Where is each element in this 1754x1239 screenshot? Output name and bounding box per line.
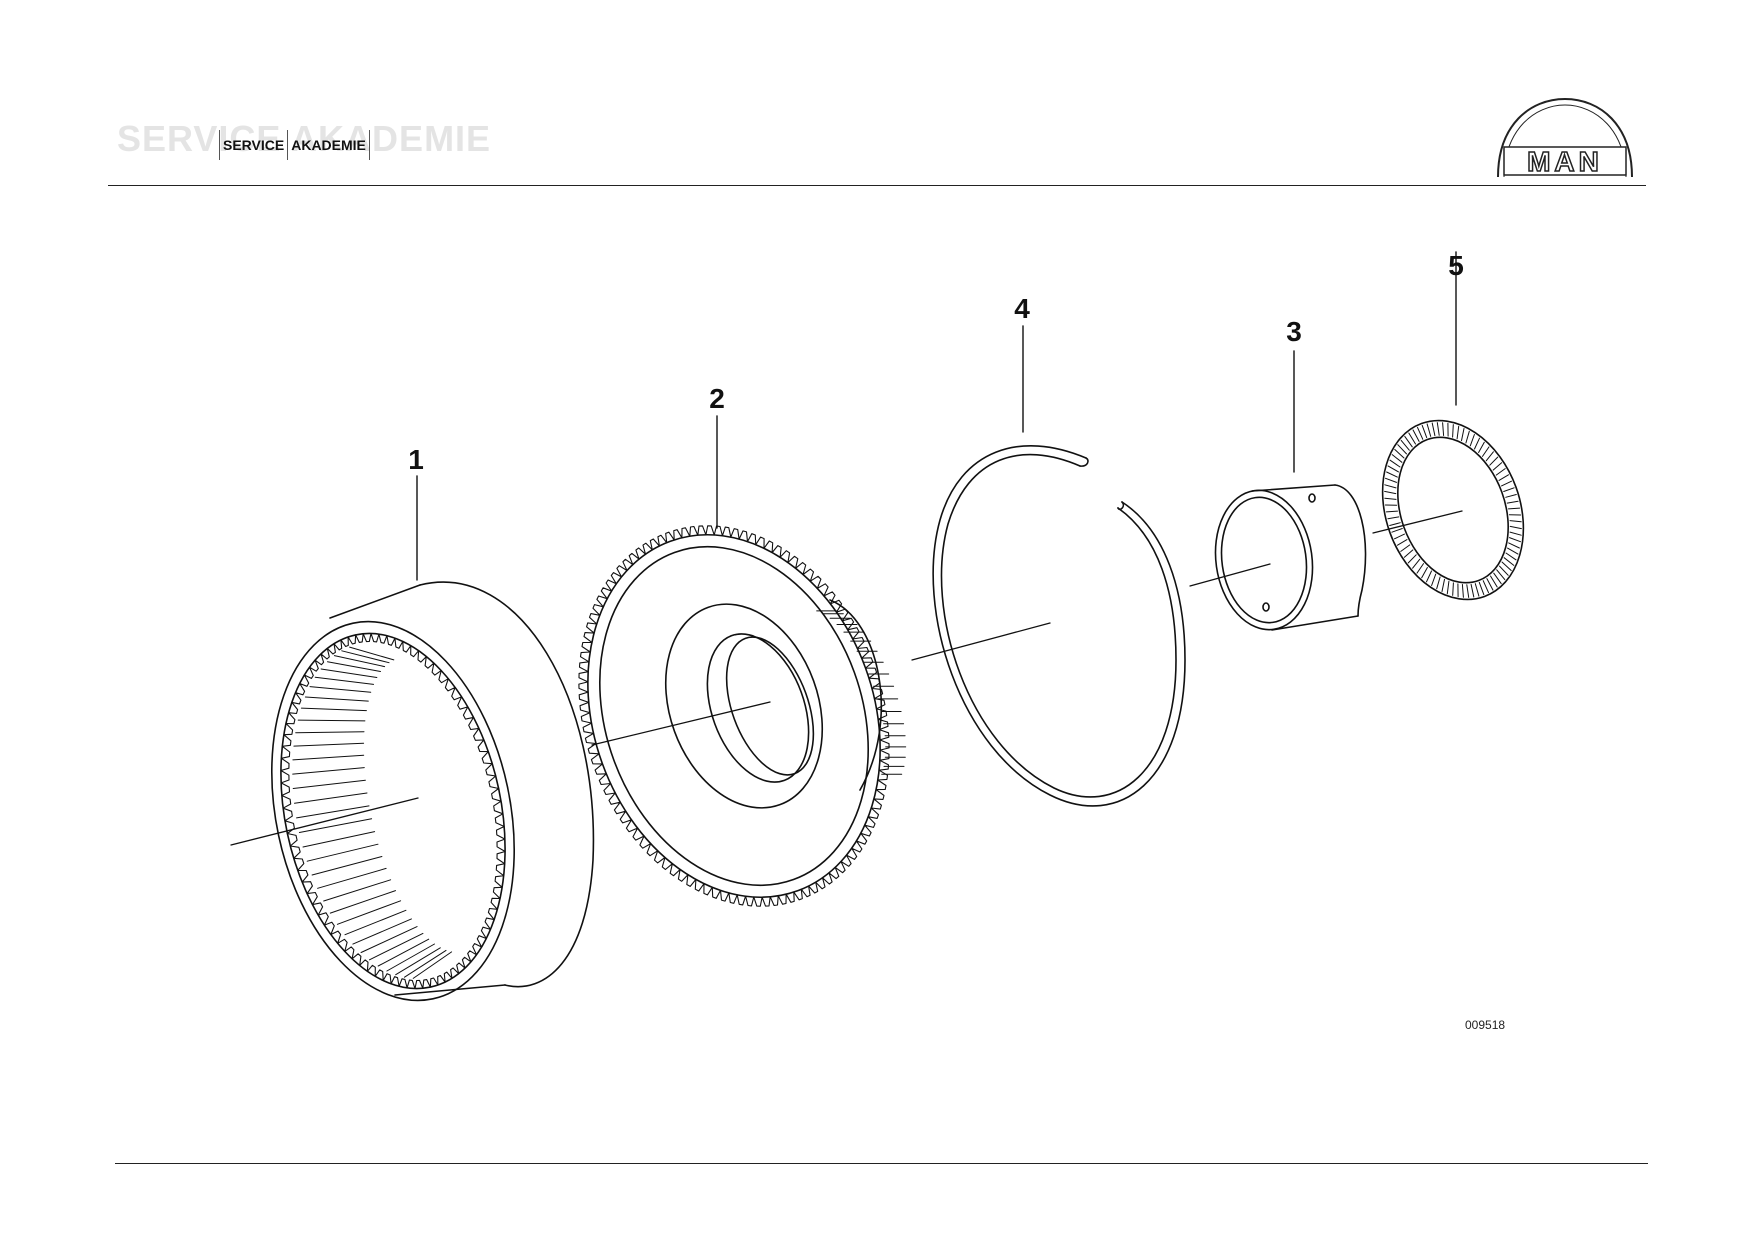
- gear-wheel-icon: [578, 525, 907, 907]
- callout-3: 3: [1286, 316, 1302, 347]
- snap-ring-icon: [932, 445, 1186, 807]
- header-label-akademie: AKADEMIE: [291, 137, 366, 153]
- leader-lines: [416, 251, 1457, 581]
- man-logo-icon: MAN: [1497, 97, 1633, 178]
- header-label: SERVICE AKADEMIE: [218, 130, 371, 160]
- callout-5: 5: [1448, 250, 1464, 281]
- callout-4: 4: [1014, 293, 1030, 324]
- header-rule: [108, 185, 1646, 186]
- header-separator: [287, 130, 289, 160]
- callout-1: 1: [408, 444, 424, 475]
- footer-rule: [115, 1163, 1648, 1164]
- ring-gear-icon: [270, 581, 595, 1002]
- logo-text: MAN: [1527, 146, 1603, 177]
- bushing-icon: [1214, 484, 1367, 631]
- header-separator: [368, 130, 370, 160]
- callout-2: 2: [709, 383, 725, 414]
- header-watermark: SERVICE AKADEMIE: [117, 118, 492, 159]
- header-separator: [219, 130, 220, 160]
- needle-bearing-icon: [1381, 419, 1525, 601]
- header-label-service: SERVICE: [223, 137, 285, 153]
- axis-lines: [230, 510, 1463, 846]
- drawing-number: 009518: [1465, 1018, 1506, 1032]
